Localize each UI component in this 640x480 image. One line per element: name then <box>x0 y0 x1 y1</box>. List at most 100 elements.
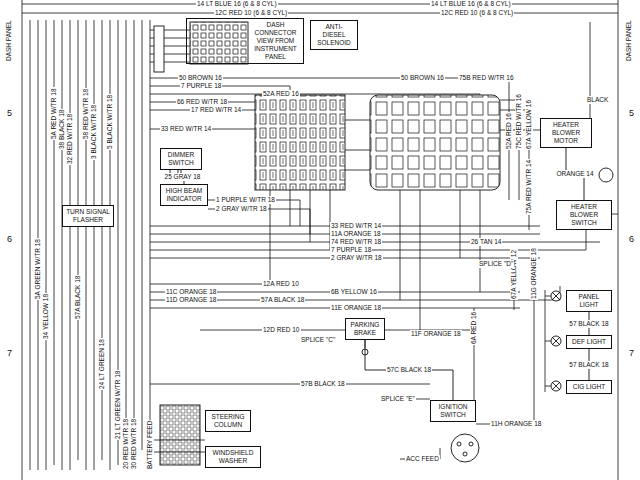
wire-label: ORANGE 14 <box>555 170 594 178</box>
component-box: ANTI-DIESEL SOLENOID <box>310 20 358 50</box>
component-box: STEERING COLUMN <box>205 410 251 432</box>
wire-label: SPLICE "E" <box>380 395 416 403</box>
components <box>154 22 613 465</box>
wire-label: 24 LT GREEN 18 <box>98 338 106 390</box>
component-box: HEATER BLOWER MOTOR <box>540 118 592 148</box>
component-box: PARKING BRAKE <box>345 318 385 340</box>
component-box: PANEL LIGHT <box>566 290 612 312</box>
wire-label: 17 RED W/TR 14 <box>190 106 242 114</box>
wire-label: 52A RED 16 <box>505 112 513 150</box>
wire-label: 2 GRAY W/TR 18 <box>215 205 268 213</box>
wire-label: 34 YELLOW 18 <box>42 293 50 340</box>
wire-label: 11C ORANGE 18 <box>165 288 217 296</box>
wire-label: 21 LT GREEN W/TR 18 <box>114 370 122 440</box>
component-name: HEATER BLOWER SWITCH <box>560 203 608 227</box>
wire-label: 50 BROWN 16 <box>400 74 445 82</box>
wire-label: DASH PANEL <box>5 19 13 62</box>
wire-label: 7 PURPLE 18 <box>330 246 372 254</box>
wire-label: 74 RED W/TR 18 <box>330 238 382 246</box>
wire-label: 5A RED W/TR 18 <box>50 87 58 140</box>
wire-label: 33 RED W/TR 14 <box>160 125 212 133</box>
component-name: PARKING BRAKE <box>349 321 381 337</box>
wire-label: 57 BLACK 18 <box>568 361 609 369</box>
wire-label: 57B BLACK 18 <box>300 380 346 388</box>
component-name: CIG LIGHT <box>570 383 608 391</box>
component-box: CIG LIGHT <box>566 380 612 394</box>
component-box: DEF LIGHT <box>566 335 612 349</box>
wire-label: 57C BLACK 18 <box>386 366 432 374</box>
component-box: DIMMER SWITCH <box>160 148 202 170</box>
wire-label: 6B YELLOW 16 <box>330 288 378 296</box>
component-name: IGNITION SWITCH <box>434 403 472 419</box>
wire-label: 26 TAN 14 <box>470 238 502 246</box>
wire-label: 14 LT BLUE 16 (6 & 8 CYL) <box>196 0 278 8</box>
component-name: DASH CONNECTOR VIEW FROM INSTRUMENT PANE… <box>251 21 300 61</box>
wire-label: 57A BLACK 18 <box>260 296 305 304</box>
wire-label: BATTERY FEED <box>146 420 154 470</box>
wire-label: 11E ORANGE 18 <box>330 304 382 312</box>
wire-label: 66 RED W/TR 18 <box>176 98 228 106</box>
wire-label: BLACK <box>586 96 609 104</box>
wire-label: 12C RED 10 (6 & 8 CYL) <box>214 9 288 17</box>
wire-label: 75C RED W/TR 16 <box>515 93 523 150</box>
wire-label: 57A BLACK 18 <box>74 275 82 320</box>
wire-label: 33 RED W/TR 14 <box>330 222 382 230</box>
wire-label: ACC FEED <box>405 455 440 463</box>
wire-label: 5A GREEN W/TR 18 <box>34 238 42 300</box>
grid-number: 7 <box>628 348 635 358</box>
wire-label: 5 BLACK W/TR 18 <box>106 94 114 150</box>
component-name: HEATER BLOWER MOTOR <box>544 121 588 145</box>
wire-label: 7 PURPLE 18 <box>180 82 222 90</box>
component-box: HEATER BLOWER SWITCH <box>556 200 612 230</box>
wire-label: 12D RED 10 <box>262 326 301 334</box>
grid-number: 6 <box>6 234 13 244</box>
component-name: HIGH BEAM INDICATOR <box>164 187 204 203</box>
grid-number: 5 <box>628 108 635 118</box>
wire-label: 52A RED 16 <box>262 90 300 98</box>
wire-label: 67A YELLOW 16 <box>525 99 533 150</box>
component-name: TURN SIGNAL FLASHER <box>66 208 110 224</box>
grid-number: 7 <box>6 348 13 358</box>
wires <box>22 0 618 480</box>
wire-label: 75A RED W/TR 14 <box>525 159 533 215</box>
component-name: DIMMER SWITCH <box>164 151 198 167</box>
wire-label: 12A RED 10 <box>262 280 300 288</box>
wire-label: 12C RED 10 (6 & 8 CYL) <box>440 9 514 17</box>
wire-label: SPLICE "D" <box>478 260 514 268</box>
wire-label: SPLICE "C" <box>300 336 336 344</box>
component-box: WINDSHIELD WASHER <box>205 446 261 468</box>
wire-label: 11A ORANGE 18 <box>330 230 382 238</box>
wire-connector <box>365 340 453 400</box>
wire-label: 32 RED W/TR 18 <box>66 113 74 165</box>
wire-label: 50 BROWN 16 <box>178 74 223 82</box>
component-name: WINDSHIELD WASHER <box>209 449 257 465</box>
component-box: HIGH BEAM INDICATOR <box>160 184 208 206</box>
component-name: PANEL LIGHT <box>570 293 608 309</box>
component-name: STEERING COLUMN <box>209 413 247 429</box>
wire-label: 2 GRAY W/TR 18 <box>330 254 383 262</box>
component-box: DASH CONNECTOR VIEW FROM INSTRUMENT PANE… <box>186 18 304 64</box>
wire-label: 20 RED W/TR 18 <box>122 418 130 470</box>
wire-label: 3 BLACK W/TR 18 <box>90 104 98 160</box>
grid-number: 5 <box>6 108 13 118</box>
component-box: TURN SIGNAL FLASHER <box>62 205 114 227</box>
wire-label: 25 GRAY 18 <box>164 173 202 181</box>
wire-label: 38 BLACK 18 <box>58 109 66 150</box>
wire-label: 11D ORANGE 18 <box>165 296 217 304</box>
wire-label: 1 PURPLE W/TR 18 <box>215 196 276 204</box>
wire-label: 75B RED W/TR 16 <box>458 74 515 82</box>
grid-number: 6 <box>628 234 635 244</box>
component-box: IGNITION SWITCH <box>430 400 476 422</box>
wire-label: 14 LT BLUE 16 (6 & 8 CYL) <box>430 0 512 8</box>
wire-label: 11H ORANGE 18 <box>490 420 542 428</box>
wire-label: 67A YELLOW 12 <box>510 249 518 300</box>
wire-label: DASH PANEL <box>625 19 633 62</box>
wire-label: 6A RED 16 <box>470 311 478 345</box>
wire-label: 30 RED W/TR 18 <box>130 418 138 470</box>
wire-label: 58 RED W/TR 18 <box>82 88 90 140</box>
component-name: DEF LIGHT <box>570 338 608 346</box>
wire-label: 11G ORANGE 18 <box>530 247 538 300</box>
